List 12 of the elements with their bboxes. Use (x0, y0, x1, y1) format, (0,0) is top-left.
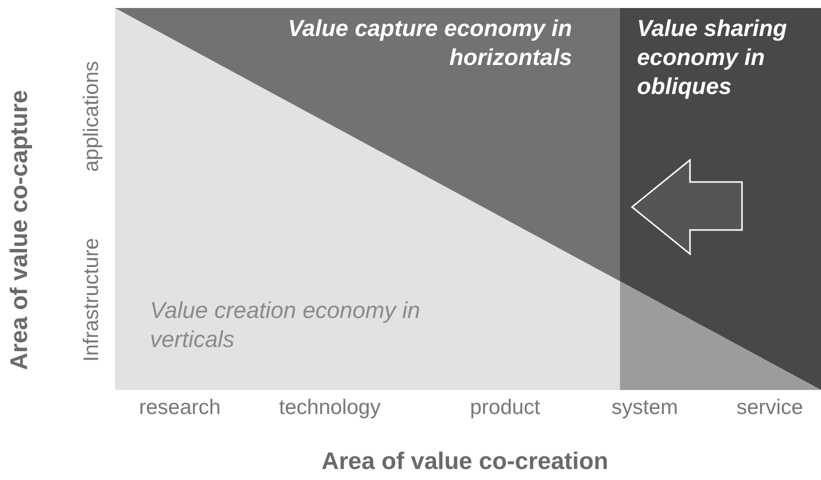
axis-category: technology (279, 396, 381, 420)
axis-category: research (139, 396, 221, 420)
axis-category: product (470, 396, 540, 420)
axis-title: Area of value co-creation (322, 448, 608, 476)
region-label: Value sharing economy in obliques (637, 14, 788, 101)
region-label: Value creation economy in verticals (150, 296, 422, 354)
axis-category: system (612, 396, 678, 420)
axis-category: applications (80, 60, 104, 172)
region-label: Value capture economy in horizontals (286, 14, 572, 72)
axis-category: service (736, 396, 804, 420)
axis-title: Area of value co-capture (6, 90, 34, 370)
axis-category: Infrastructure (80, 238, 104, 362)
